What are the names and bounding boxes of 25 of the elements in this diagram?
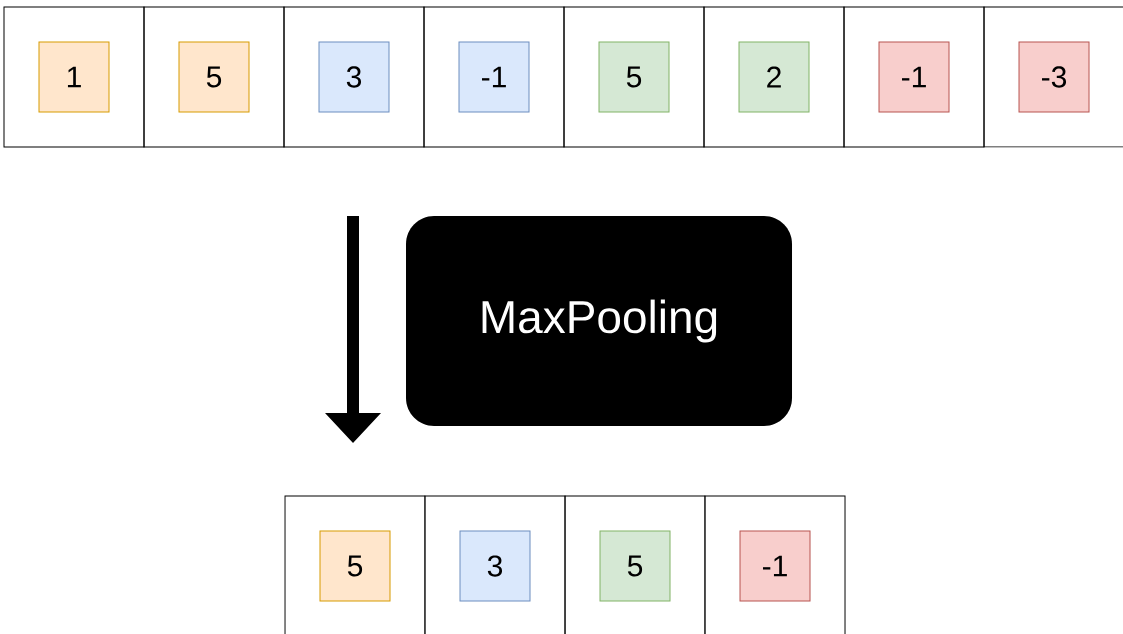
number-box: -1 [878,41,950,113]
array-cell [423,6,565,148]
number-box: -3 [1018,41,1090,113]
number-box: 5 [319,530,391,602]
number-box: 5 [599,530,671,602]
number-box: -1 [739,530,811,602]
array-cell [563,6,705,148]
array-cell [143,6,285,148]
array-cell [3,6,145,148]
number-box: 3 [318,41,390,113]
number-box: -1 [458,41,530,113]
number-box: 5 [598,41,670,113]
number-box: 2 [738,41,810,113]
operation-box: MaxPooling [406,216,792,426]
array-cell [983,6,1123,148]
array-cell [843,6,985,148]
array-cell [424,495,566,634]
array-cell [704,495,846,634]
array-cell [283,6,425,148]
array-cell [564,495,706,634]
number-box: 1 [38,41,110,113]
array-cell [703,6,845,148]
array-cell [284,495,426,634]
number-box: 5 [178,41,250,113]
number-box: 3 [459,530,531,602]
